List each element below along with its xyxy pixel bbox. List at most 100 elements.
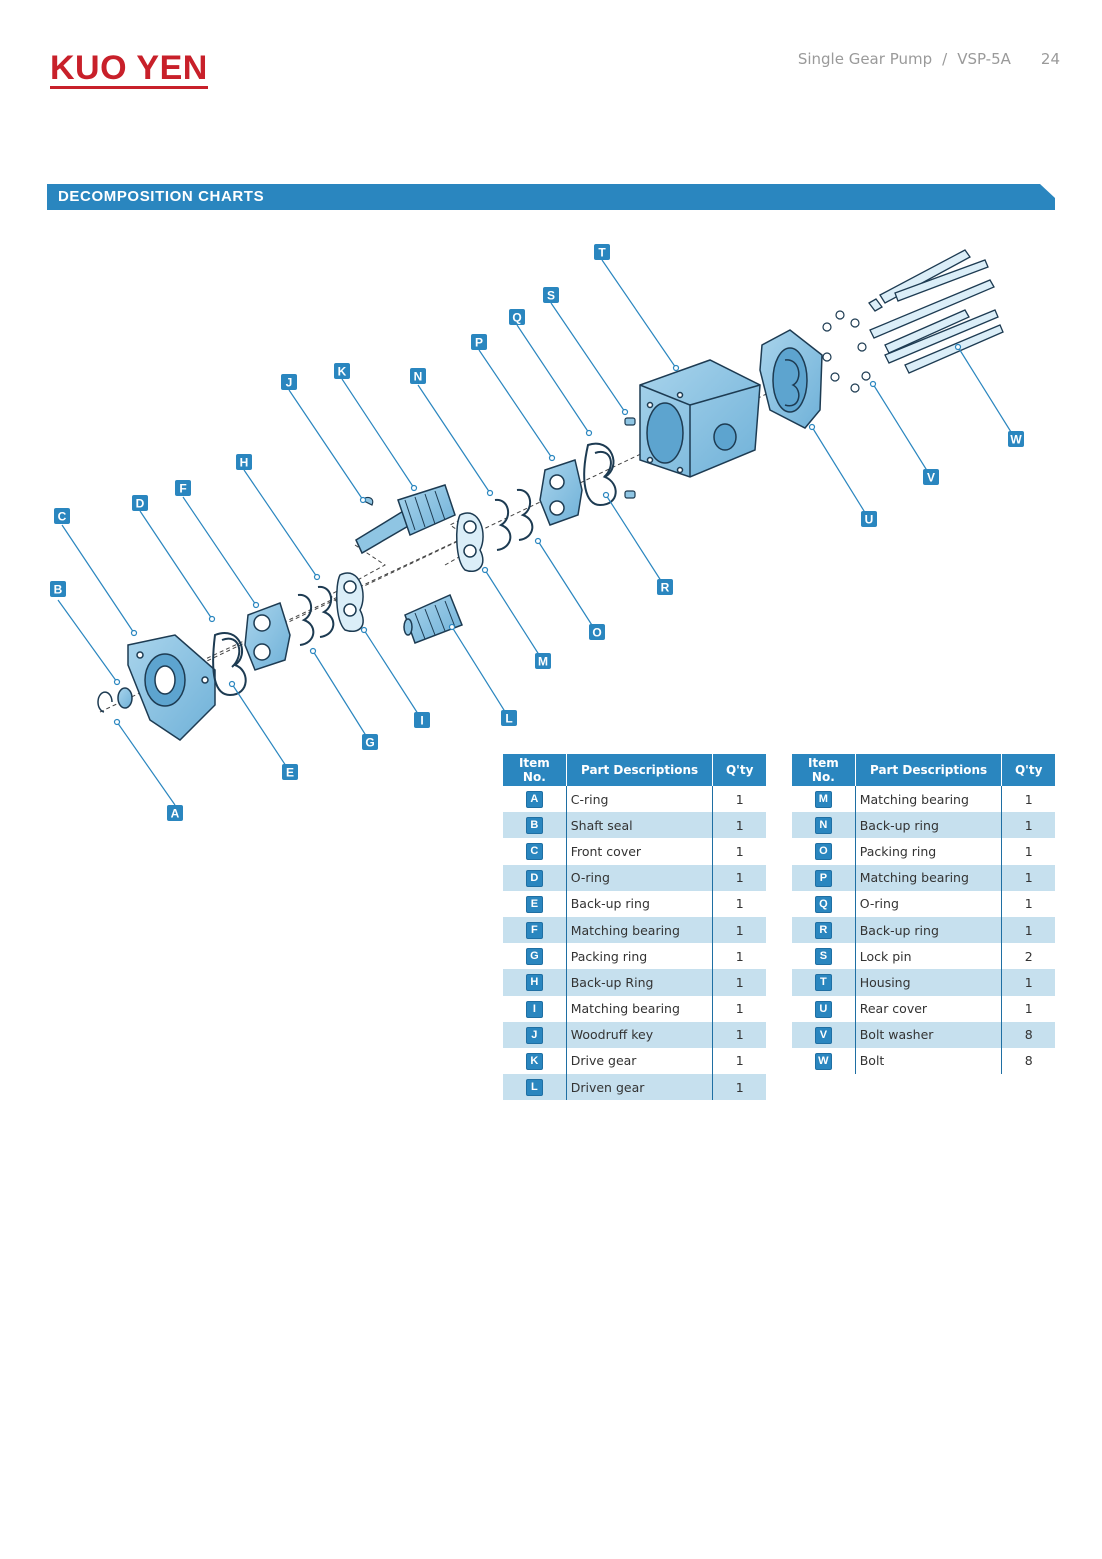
callout-tag-w: W — [1008, 431, 1024, 447]
page-number: 24 — [1040, 50, 1060, 68]
callout-tag-box — [281, 374, 297, 390]
callout-tag-j: J — [281, 374, 297, 390]
header-qty: Q'ty — [1001, 754, 1055, 786]
qty-cell: 8 — [1024, 1053, 1033, 1069]
rear-cover-part — [759, 329, 823, 429]
callout-tag-box — [167, 805, 183, 821]
callout-tag-label: G — [365, 736, 374, 750]
callout-tag-label: M — [538, 655, 548, 669]
item-cell: M — [792, 786, 855, 812]
callout-tag-box — [50, 581, 66, 597]
description-cell: Matching bearing — [565, 995, 714, 1022]
description-cell: Matching bearing — [565, 916, 714, 944]
qty-cell: 1 — [1024, 843, 1033, 859]
callout-tag-b: B — [50, 581, 66, 597]
item-cell: U — [792, 996, 855, 1022]
item-badge: H — [525, 974, 543, 992]
qty-cell: 2 — [1024, 948, 1033, 964]
callout-tag-box — [543, 287, 559, 303]
callout-tag-d: D — [132, 495, 148, 511]
description-cell: Bolt washer — [854, 1021, 1003, 1048]
callout-tag-box — [501, 710, 517, 726]
callout-tag-box — [282, 764, 298, 780]
callout-tag-box — [589, 624, 605, 640]
callout-tag-h: H — [236, 454, 252, 470]
callout-tag-box — [414, 712, 430, 728]
qty-cell: 1 — [712, 1021, 766, 1048]
description-cell: Back-up Ring — [565, 969, 714, 996]
callout-tag-s: S — [543, 287, 559, 303]
qty-cell: 1 — [735, 1001, 744, 1017]
table-row: I Matching bearing 1 — [503, 995, 766, 1022]
callout-tag-box — [334, 363, 350, 379]
callout-tag-label: P — [475, 336, 483, 350]
qty-cell: 1 — [1024, 1001, 1033, 1017]
matching-bearing-m-part — [455, 512, 484, 572]
callout-tag-label: H — [240, 456, 249, 470]
item-cell: D — [503, 864, 567, 891]
description-cell: Back-up ring — [854, 812, 1003, 839]
item-badge: A — [525, 791, 543, 809]
callout-tag-g: G — [362, 734, 378, 750]
item-cell: T — [792, 969, 856, 996]
item-cell: J — [503, 1021, 567, 1048]
qty-cell: 1 — [712, 812, 766, 839]
callout-tag-p: P — [471, 334, 487, 350]
ring-gh-parts — [297, 585, 335, 646]
callout-tag-label: R — [661, 581, 670, 595]
description-cell: Bolt — [854, 1047, 1003, 1075]
callout-tag-a: A — [167, 805, 183, 821]
item-badge: D — [525, 869, 543, 887]
callout-tag-e: E — [282, 764, 298, 780]
item-badge: B — [525, 817, 543, 835]
item-badge: O — [814, 843, 832, 861]
description-cell: Lock pin — [854, 943, 1003, 970]
item-cell: V — [792, 1021, 856, 1048]
callout-tag-box — [509, 309, 525, 325]
callout-tag-label: S — [547, 289, 555, 303]
o-ring-d-part — [212, 632, 247, 697]
callout-tag-box — [471, 334, 487, 350]
qty-cell: 1 — [712, 916, 766, 944]
item-badge: E — [525, 895, 543, 913]
item-badge: P — [814, 869, 832, 887]
header-item-no: Item No. — [503, 754, 567, 786]
callout-tag-label: E — [286, 766, 294, 780]
matching-bearing-i-part — [335, 572, 364, 632]
callout-tag-label: N — [414, 370, 423, 384]
item-badge: Q — [814, 895, 832, 913]
item-badge: C — [525, 843, 543, 861]
model-name: VSP-5A — [957, 50, 1011, 68]
callout-tag-box — [923, 469, 939, 485]
description-cell: Matching bearing — [854, 786, 1003, 813]
callout-tag-t: T — [594, 244, 610, 260]
description-cell: Shaft seal — [565, 812, 714, 839]
callout-tag-q: Q — [509, 309, 525, 325]
callout-tag-label: Q — [512, 311, 521, 325]
qty-cell: 1 — [1001, 864, 1055, 891]
item-cell: E — [503, 891, 566, 917]
qty-cell: 8 — [1001, 1021, 1055, 1048]
callout-tag-box — [657, 579, 673, 595]
description-cell: C-ring — [565, 786, 714, 813]
qty-cell: 1 — [735, 1053, 744, 1069]
callout-tag-box — [175, 480, 191, 496]
item-cell: P — [792, 864, 856, 891]
item-badge: T — [814, 974, 832, 992]
lock-pins-part — [624, 417, 636, 499]
item-badge: I — [525, 1000, 543, 1018]
item-badge: F — [525, 922, 543, 940]
callout-tag-label: B — [54, 583, 63, 597]
item-cell: N — [792, 812, 856, 839]
qty-cell: 1 — [712, 864, 766, 891]
